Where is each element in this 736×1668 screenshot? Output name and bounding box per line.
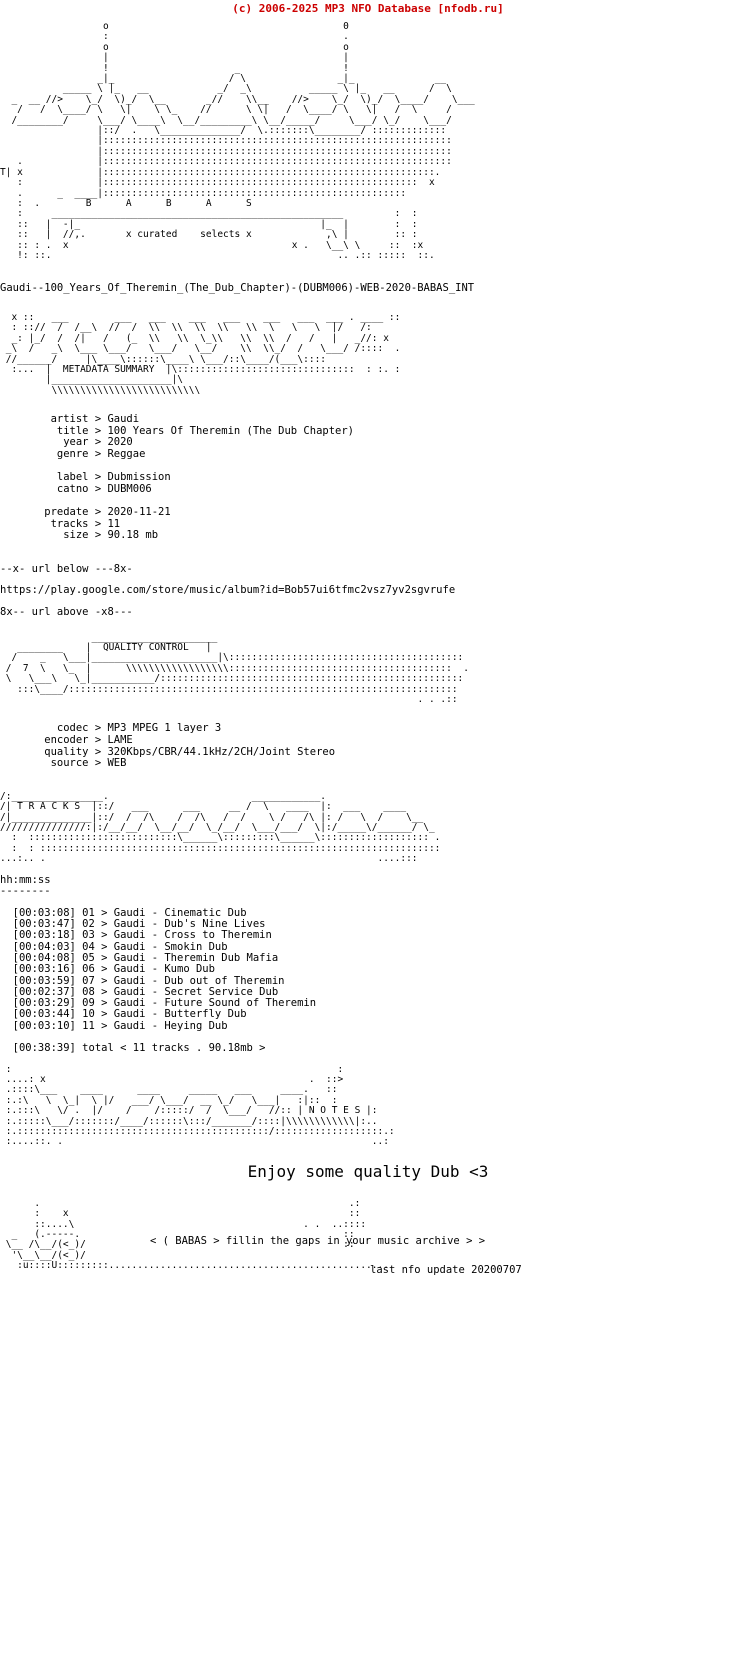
notes-header-ascii-art: : : ....: x . ::> .::::\___ ____ ____ __… [5,1064,395,1148]
url-marker-above: --x- url below ---8x- [0,562,133,575]
tracklist-time-column-header: hh:mm:ss [0,873,51,886]
babas-signature-line: < ( BABAS > fillin the gaps in your musi… [150,1234,486,1247]
notes-text: Enjoy some quality Dub <3 [247,1161,489,1181]
metadata-summary-fields: artist > Gaudi title > 100 Years Of Ther… [44,413,355,542]
quality-control-fields: codec > MP3 MPEG 1 layer 3 encoder > LAM… [44,722,336,770]
babas-banner-ascii-art: o 0 : . o o | [0,22,475,261]
url-marker-below: 8x-- url above -x8--- [0,605,133,618]
release-name: Gaudi--100_Years_Of_Theremin_(The_Dub_Ch… [0,282,475,295]
nfo-document: (c) 2006-2025 MP3 NFO Database [nfodb.ru… [0,2,522,1277]
tracks-header-ascii-art: /:________________. ____________. /| T R… [0,791,441,865]
footer-ascii-art: . .: : x :: ::....\ . . ..:::: _ (.----- [5,1198,389,1272]
site-header-copyright: (c) 2006-2025 MP3 NFO Database [nfodb.ru… [232,2,504,15]
quality-control-ascii-art: ______________________ ________ | QUALIT… [5,632,469,705]
release-store-url[interactable]: https://play.google.com/store/music/albu… [0,584,456,597]
metadata-summary-ascii-art: x :: ___ ___ ___ ___ ___ ___ ___ ___ . _… [5,312,401,396]
last-nfo-update: last nfo update 20200707 [370,1264,522,1277]
tracklist-time-column-rule: -------- [0,885,51,898]
tracklist: [00:03:08] 01 > Gaudi - Cinematic Dub [0… [12,906,317,1055]
